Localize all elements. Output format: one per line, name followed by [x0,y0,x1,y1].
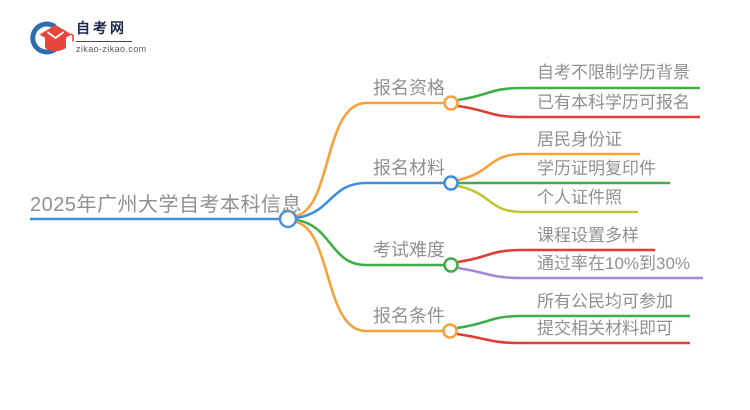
leaf-curve-3-1 [457,248,655,264]
logo-divider [76,41,132,42]
leaf-curve-3-2 [457,266,703,280]
leaf-curve-2-1 [457,152,640,182]
branch-label-4: 报名条件 [373,306,445,326]
leaf-label-1-1: 自考不限制学历背景 [537,63,690,82]
leaf-label-2-3: 个人证件照 [537,188,622,207]
leaf-label-2-2: 学历证明复印件 [537,159,656,178]
graduation-cap-icon [30,21,74,55]
central-topic-label: 2025年广州大学自考本科信息 [30,194,302,216]
site-name: 自考网 [76,20,127,36]
leaf-label-4-1: 所有公民均可参加 [537,292,673,311]
leaf-curve-1-2 [457,104,700,119]
leaf-curve-4-2 [456,332,690,345]
leaf-label-4-2: 提交相关材料即可 [537,319,673,338]
leaf-curve-2-3 [457,184,638,214]
branch-label-2: 报名材料 [373,158,445,178]
central-node-circle[interactable] [278,209,298,229]
leaf-label-2-1: 居民身份证 [537,130,622,149]
branch-node-circle-3[interactable] [443,257,459,273]
branch-curve-2 [295,181,444,220]
leaf-label-1-2: 已有本科学历可报名 [537,93,690,112]
branch-curve-4 [295,220,443,333]
branch-curve-3 [295,218,444,267]
branch-node-circle-4[interactable] [442,323,458,339]
branch-node-circle-2[interactable] [443,175,459,191]
leaf-label-3-1: 课程设置多样 [537,226,639,245]
leaf-curve-4-1 [456,314,690,330]
branch-curve-1 [295,101,444,218]
branch-label-1: 报名资格 [373,78,445,98]
site-logo[interactable]: 自考网 zikao-zikao.com [28,16,147,60]
leaf-curve-1-1 [457,86,700,102]
branch-node-circle-1[interactable] [443,95,459,111]
branch-label-3: 考试难度 [373,240,445,260]
site-url: zikao-zikao.com [76,44,147,54]
leaf-label-3-2: 通过率在10%到30% [537,254,691,273]
